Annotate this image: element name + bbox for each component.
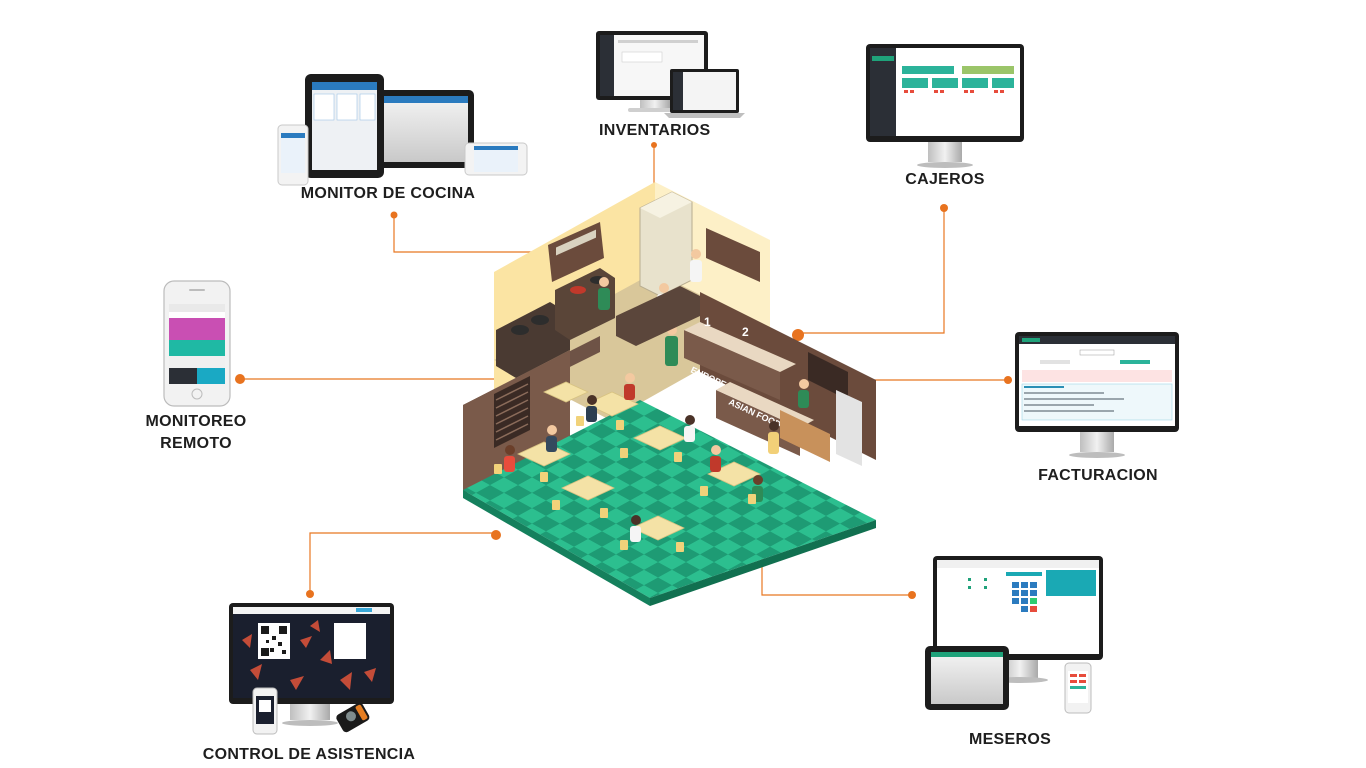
label-inventarios: INVENTARIOS: [599, 122, 711, 139]
connector-dot: [235, 374, 245, 384]
label-meseros: MESEROS: [968, 731, 1052, 748]
cajeros-monitor: [866, 44, 1024, 168]
connector-monitor-cocina: [393, 215, 540, 253]
connector-dot: [306, 590, 314, 598]
monitoreo-remoto-phone: [163, 280, 231, 407]
connector-dot: [1004, 376, 1012, 384]
monitor-cocina-devices: [277, 74, 528, 186]
label-monitoreo-line2: REMOTO: [160, 435, 232, 452]
label-monitoreo-remoto: MONITOREO REMOTO: [131, 411, 261, 455]
connector-asistencia: [309, 532, 496, 594]
label-monitoreo-line1: MONITOREO: [145, 413, 247, 430]
label-cajeros: CAJEROS: [905, 171, 985, 188]
connector-dot: [651, 142, 657, 148]
station-number-1: 1: [704, 315, 711, 329]
label-control-de-asistencia: CONTROL DE ASISTENCIA: [202, 746, 416, 763]
connector-dot: [491, 530, 501, 540]
restaurant-illustration: EUROPEAN FOOD ASIAN FOOD 1 2: [463, 182, 876, 606]
control-asistencia-devices: [229, 603, 394, 735]
station-number-2: 2: [742, 325, 749, 339]
floor: [463, 400, 876, 598]
label-monitor-de-cocina: MONITOR DE COCINA: [300, 185, 476, 202]
inventarios-devices: [596, 31, 745, 118]
meseros-devices: [925, 556, 1103, 714]
connector-dot: [940, 204, 948, 212]
connector-dot: [792, 329, 804, 341]
connector-dot: [908, 591, 916, 599]
label-facturacion: FACTURACION: [1038, 467, 1158, 484]
connector-dot: [390, 211, 398, 219]
facturacion-monitor: [1015, 332, 1179, 458]
connector-cajeros: [798, 208, 945, 334]
